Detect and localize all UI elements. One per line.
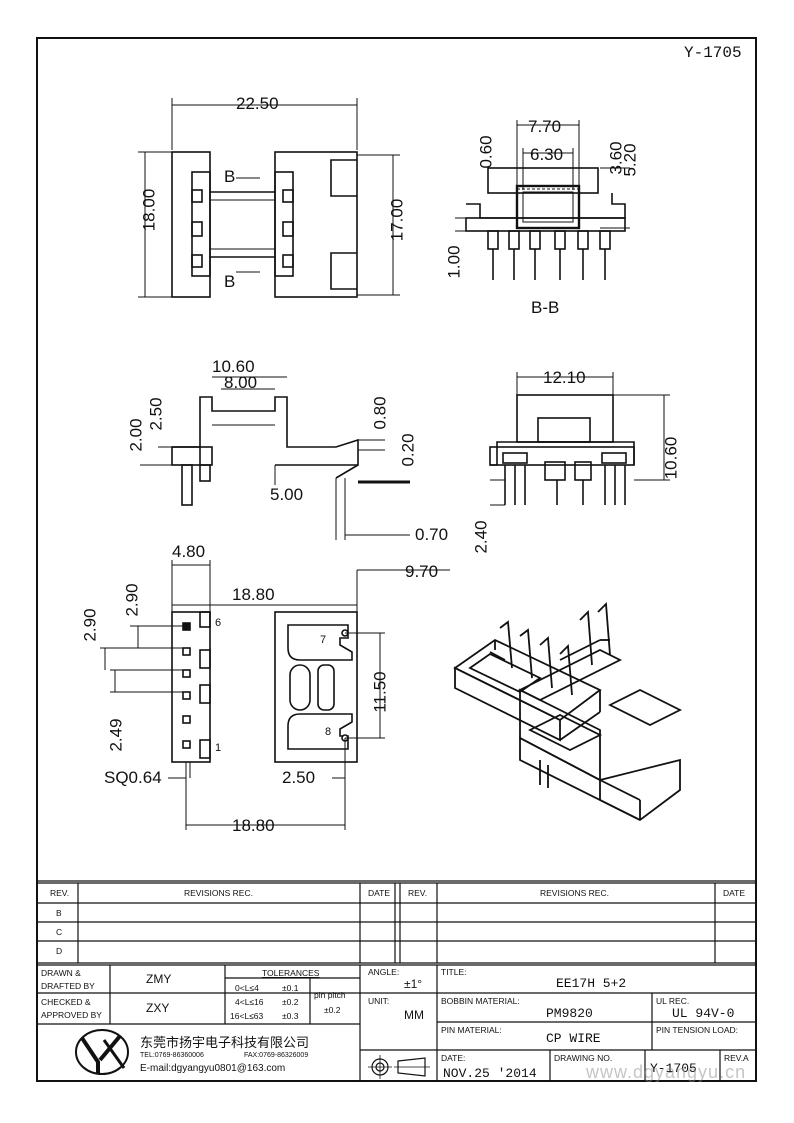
rev-header-right: REV. xyxy=(408,888,428,898)
pin-tension-label: PIN TENSION LOAD: xyxy=(656,1025,739,1035)
company-logo xyxy=(75,1029,129,1075)
dim-side-pin-w: 0.70 xyxy=(415,525,449,544)
dim-front-w: 12.10 xyxy=(543,368,586,387)
dim-bb-base: 1.00 xyxy=(444,245,464,279)
date-header-right: DATE xyxy=(723,888,746,898)
pin-material-label: PIN MATERIAL: xyxy=(441,1025,502,1035)
dim-bb-wall: 0.60 xyxy=(476,135,496,169)
dim-bb-outer: 7.70 xyxy=(528,117,562,136)
dim-top-right-height: 17.00 xyxy=(387,198,407,242)
drawing-frame xyxy=(36,37,757,1082)
dim-bottom-sq: SQ0.64 xyxy=(104,768,162,787)
doc-number: Y-1705 xyxy=(684,44,742,62)
pin-material-value: CP WIRE xyxy=(546,1031,601,1046)
date-label: DATE: xyxy=(441,1053,466,1063)
rec-header-right: REVISIONS REC. xyxy=(540,888,609,898)
tol-range-2: 4<L≤16 xyxy=(235,997,264,1007)
pin-label-7: 7 xyxy=(320,634,327,646)
tol-val-2: ±0.2 xyxy=(282,997,299,1007)
drawing-no-value: Y-1705 xyxy=(650,1061,697,1076)
dim-bottom-edge: 2.50 xyxy=(282,768,316,787)
isometric-view xyxy=(453,601,683,822)
checked-label: CHECKED & APPROVED BY xyxy=(41,997,102,1020)
pin-label-1: 1 xyxy=(215,742,222,754)
company-name: 东莞市扬宇电子科技有限公司 xyxy=(140,1036,310,1051)
ul-label: UL REC. xyxy=(656,996,690,1006)
rev-row-d: D xyxy=(56,946,63,956)
dim-bottom-slot: 11.50 xyxy=(370,671,390,713)
dim-side-h1: 2.00 xyxy=(126,418,146,452)
dim-side-w2: 8.00 xyxy=(224,373,258,392)
tol-range-1: 0<L≤4 xyxy=(235,983,259,993)
pin-label-6: 6 xyxy=(215,617,222,629)
pin-pitch-value: ±0.2 xyxy=(324,1005,341,1015)
ul-value: UL 94V-0 xyxy=(672,1006,735,1021)
rev-header-left: REV. xyxy=(50,888,70,898)
dim-front-pin: 2.40 xyxy=(471,520,491,554)
section-marker-top: B xyxy=(224,167,236,186)
tol-range-3: 16<L≤63 xyxy=(230,1011,264,1021)
date-value: NOV.25 '2014 xyxy=(443,1066,537,1081)
tol-val-3: ±0.3 xyxy=(282,1011,299,1021)
dim-bottom-right: 9.70 xyxy=(405,562,439,581)
front-view xyxy=(489,372,670,506)
angle-value: ±1° xyxy=(404,977,423,991)
title-value: EE17H 5+2 xyxy=(556,976,627,991)
bottom-view xyxy=(100,560,450,830)
unit-label: UNIT: xyxy=(368,996,390,1006)
bobbin-value: PM9820 xyxy=(546,1006,593,1021)
dim-bottom-pitch-b: 2.90 xyxy=(122,583,142,617)
bobbin-label: BOBBIN MATERIAL: xyxy=(441,996,520,1006)
dim-side-t1: 0.80 xyxy=(370,396,390,430)
section-bb-view xyxy=(455,120,630,280)
angle-label: ANGLE: xyxy=(368,967,400,977)
rev-row-c: C xyxy=(56,927,63,937)
dim-bb-h2: 5.20 xyxy=(620,143,640,177)
dim-bottom-span: 18.80 xyxy=(232,585,275,604)
tol-val-1: ±0.1 xyxy=(282,983,299,993)
title-block-grid xyxy=(37,880,755,1082)
tolerances-label: TOLERANCES xyxy=(262,968,320,978)
date-header-left: DATE xyxy=(368,888,391,898)
section-label: B-B xyxy=(531,298,560,317)
dim-bb-inner: 6.30 xyxy=(530,145,564,164)
dim-side-t2: 0.20 xyxy=(398,433,418,467)
dim-bottom-total: 18.80 xyxy=(232,816,275,835)
rev-value: REV.A xyxy=(724,1053,749,1063)
dim-top-width: 22.50 xyxy=(236,94,279,113)
drawn-value: ZMY xyxy=(146,972,172,986)
drawn-label: DRAWN & DRAFTED BY xyxy=(41,968,95,991)
company-email: E-mail:dgyangyu0801@163.com xyxy=(140,1063,286,1074)
unit-value: MM xyxy=(404,1008,424,1022)
dim-bottom-top: 4.80 xyxy=(172,542,206,561)
pin-pitch-label: pin pitch xyxy=(314,990,346,1000)
dim-bottom-pitch-c: 2.49 xyxy=(106,718,126,752)
dim-side-pin: 5.00 xyxy=(270,485,304,504)
dim-side-w1: 10.60 xyxy=(212,357,255,376)
title-label: TITLE: xyxy=(441,967,467,977)
rec-header-left: REVISIONS REC. xyxy=(184,888,253,898)
top-view xyxy=(138,98,400,298)
drawing-no-label: DRAWING NO. xyxy=(554,1053,613,1063)
company-tel: TEL:0769-86360006 xyxy=(140,1052,204,1059)
checked-value: ZXY xyxy=(146,1001,170,1015)
pin-label-8: 8 xyxy=(325,726,332,738)
dim-top-height: 18.00 xyxy=(139,188,159,232)
company-fax: FAX:0769-86326009 xyxy=(244,1052,309,1059)
section-marker-bottom: B xyxy=(224,272,236,291)
watermark: www.dgyangyu.cn xyxy=(586,1062,747,1082)
side-view xyxy=(140,376,410,540)
dim-bottom-pitch-a: 2.90 xyxy=(80,608,100,642)
dim-front-h: 10.60 xyxy=(661,436,681,480)
rev-row-b: B xyxy=(56,908,62,918)
dim-side-h2: 2.50 xyxy=(146,397,166,431)
